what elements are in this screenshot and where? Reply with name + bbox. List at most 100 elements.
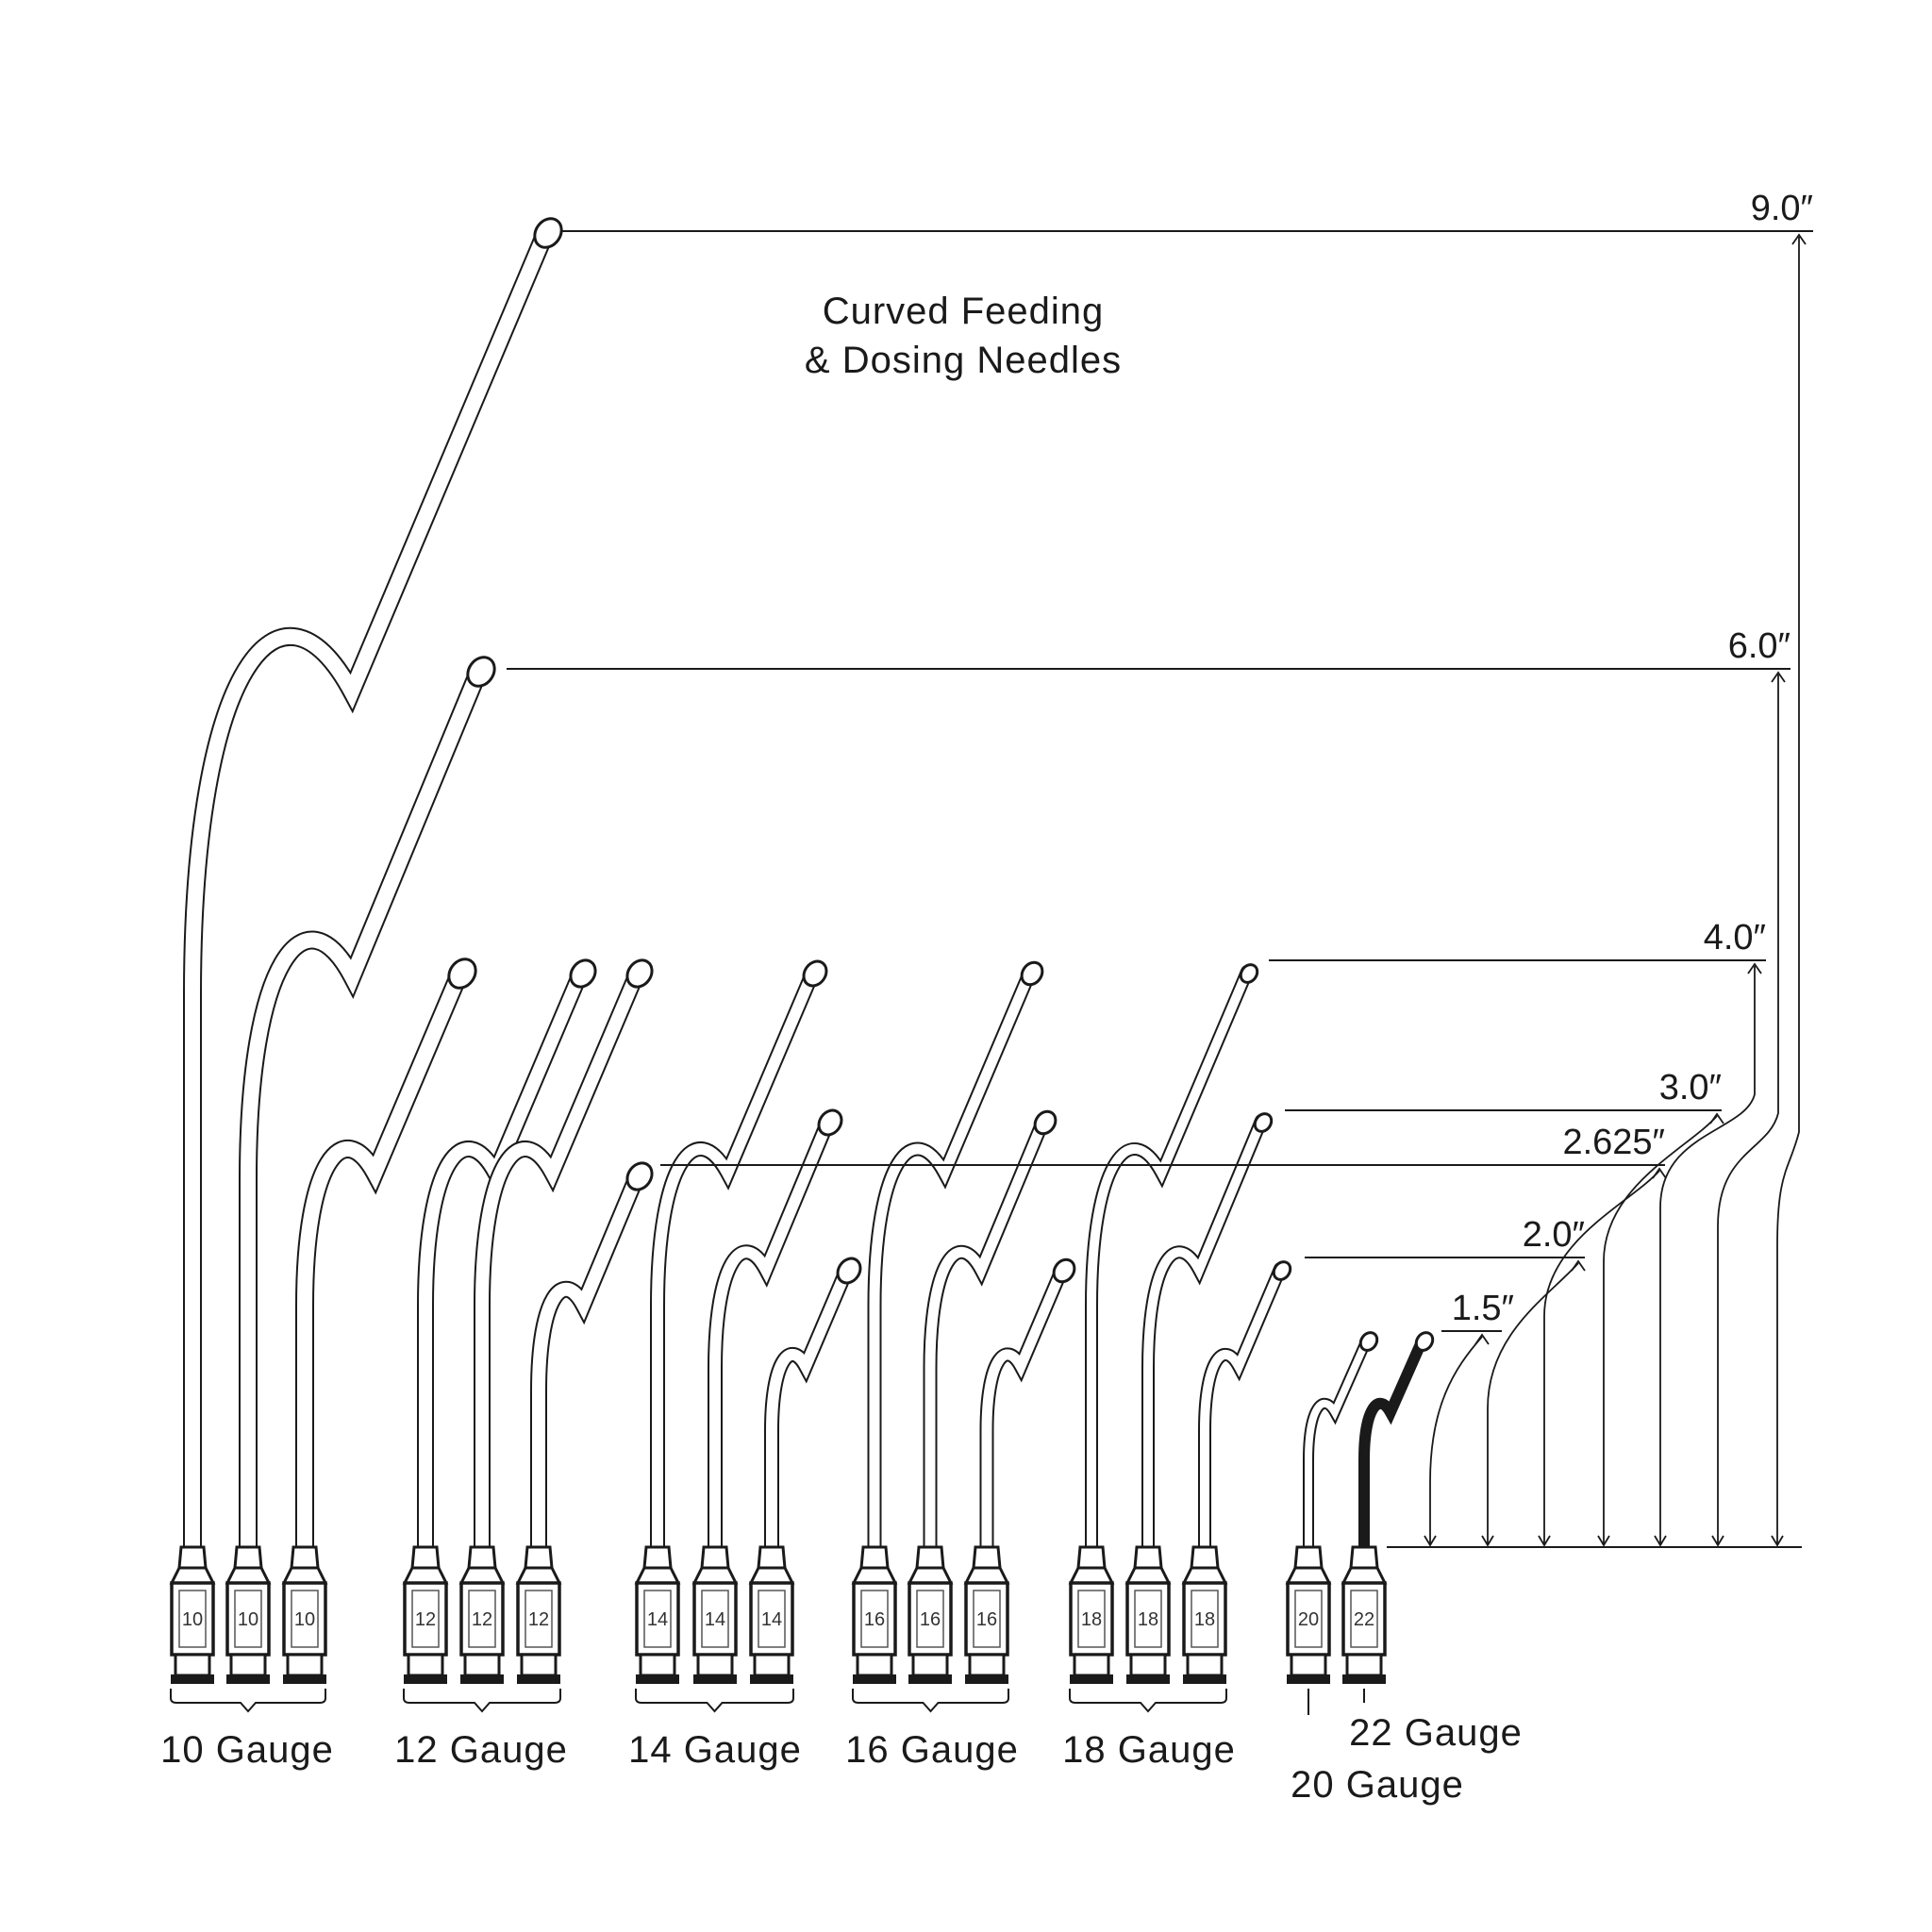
hub-flange bbox=[908, 1674, 952, 1684]
hub-flange bbox=[517, 1674, 560, 1684]
hub-collar bbox=[1190, 1545, 1220, 1570]
hub-taper bbox=[634, 1566, 681, 1585]
hub-taper bbox=[225, 1566, 272, 1585]
needle-12-2.625: 12 bbox=[515, 1161, 654, 1684]
hub-taper bbox=[907, 1566, 954, 1585]
hub-window bbox=[860, 1590, 889, 1648]
dimension-leader bbox=[1487, 1262, 1579, 1543]
hub-neck bbox=[856, 1653, 893, 1677]
hub-gauge-number: 12 bbox=[472, 1609, 492, 1630]
hub-flange bbox=[636, 1674, 679, 1684]
ball-tip bbox=[1272, 1260, 1292, 1281]
needle-tube-outline bbox=[1303, 1334, 1373, 1553]
dimension-3.0: 3.0″ bbox=[1285, 1068, 1724, 1547]
hub-neck bbox=[407, 1653, 444, 1677]
hub-gauge-number: 10 bbox=[294, 1609, 315, 1630]
hub-flange bbox=[693, 1674, 737, 1684]
needle-16-4: 16 bbox=[851, 960, 1044, 1684]
needle-20-1.5: 20 bbox=[1285, 1331, 1379, 1684]
gauge-label-10: 10 Gauge bbox=[160, 1729, 334, 1771]
hub-window bbox=[1134, 1590, 1162, 1648]
hub-taper bbox=[281, 1566, 328, 1585]
dimension-label: 4.0″ bbox=[1704, 918, 1766, 958]
hub-window bbox=[758, 1590, 786, 1648]
hub-flange bbox=[1070, 1674, 1113, 1684]
hub-window bbox=[643, 1590, 672, 1648]
ball-tip bbox=[625, 958, 654, 989]
dimension-label: 1.5″ bbox=[1452, 1289, 1514, 1328]
gauge-label-20: 20 Gauge bbox=[1291, 1764, 1464, 1806]
needle-tube-fill bbox=[419, 965, 588, 1554]
hub-gauge-number: 20 bbox=[1298, 1609, 1319, 1630]
hub-taper bbox=[169, 1566, 216, 1585]
hub-gauge-number: 14 bbox=[761, 1609, 782, 1630]
needle-tube-fill bbox=[475, 965, 644, 1554]
dimension-2.0: 2.0″ bbox=[1305, 1215, 1586, 1547]
hub-gauge-number: 10 bbox=[182, 1609, 203, 1630]
hub-window bbox=[1077, 1590, 1106, 1648]
dimension-4.0: 4.0″ bbox=[1269, 918, 1766, 1547]
hub-window bbox=[701, 1590, 729, 1648]
dimension-leader bbox=[1603, 1115, 1718, 1543]
needle-tube-fill bbox=[1200, 1264, 1285, 1552]
needle-tube-fill bbox=[1087, 967, 1252, 1552]
hub-collar bbox=[177, 1545, 208, 1570]
hub-collar bbox=[1293, 1545, 1324, 1570]
needle-tube-outline bbox=[295, 962, 470, 1557]
group-bracket bbox=[403, 1689, 561, 1713]
hub-gauge-number: 22 bbox=[1354, 1609, 1374, 1630]
ball-tip bbox=[1239, 963, 1259, 984]
hub-collar bbox=[233, 1545, 263, 1570]
dimension-arrow-base bbox=[1711, 1535, 1724, 1547]
needle-tube-outline bbox=[417, 963, 590, 1556]
hub-taper bbox=[1068, 1566, 1115, 1585]
hub-gauge-number: 18 bbox=[1081, 1609, 1102, 1630]
hub-taper bbox=[748, 1566, 795, 1585]
hub-flange bbox=[750, 1674, 793, 1684]
hub-neck bbox=[174, 1653, 211, 1677]
hub-gauge-number: 10 bbox=[238, 1609, 258, 1630]
ball-tip bbox=[1033, 1109, 1058, 1136]
hub-gauge-number: 16 bbox=[976, 1609, 997, 1630]
hub-neck bbox=[639, 1653, 676, 1677]
hub-neck bbox=[753, 1653, 791, 1677]
needle-tube-fill bbox=[297, 964, 468, 1555]
hub-gauge-number: 18 bbox=[1138, 1609, 1158, 1630]
dimension-arrow-base bbox=[1481, 1535, 1494, 1547]
dimension-label: 2.625″ bbox=[1562, 1123, 1665, 1162]
hub-gauge-number: 16 bbox=[864, 1609, 885, 1630]
needle-10-6: 10 bbox=[225, 656, 496, 1684]
needle-tube-fill bbox=[1305, 1336, 1371, 1551]
dimension-arrow-top bbox=[1791, 233, 1807, 245]
hub-collar bbox=[1133, 1545, 1163, 1570]
ball-tip bbox=[569, 958, 597, 989]
group-brackets bbox=[170, 1689, 1365, 1715]
needle-18-3: 18 bbox=[1124, 1112, 1274, 1684]
needle-tube-outline bbox=[474, 963, 646, 1556]
needle-tube-fill bbox=[869, 966, 1036, 1553]
hub-taper bbox=[1124, 1566, 1172, 1585]
dimension-2.625: 2.625″ bbox=[660, 1123, 1667, 1547]
group-bracket bbox=[170, 1689, 326, 1713]
needle-tube-fill bbox=[241, 662, 487, 1555]
hub-collar bbox=[642, 1545, 673, 1570]
dimension-leader bbox=[1429, 1336, 1483, 1543]
needle-tube-fill bbox=[652, 966, 819, 1553]
needle-tube-outline bbox=[530, 1166, 646, 1556]
hub-taper bbox=[1341, 1566, 1388, 1585]
hub-window bbox=[291, 1590, 319, 1648]
dimension-lines: 9.0″6.0″4.0″3.0″2.625″2.0″1.5″ bbox=[507, 189, 1813, 1548]
hub-neck bbox=[286, 1653, 324, 1677]
needle-tube-outline bbox=[1358, 1334, 1428, 1553]
needle-12-4: 12 bbox=[402, 958, 597, 1684]
hub-collar bbox=[1076, 1545, 1107, 1570]
hub-flange bbox=[965, 1674, 1008, 1684]
hub-flange bbox=[853, 1674, 896, 1684]
dimension-leader bbox=[1543, 1170, 1660, 1543]
ball-tip bbox=[447, 958, 477, 990]
needle-tube-fill bbox=[709, 1115, 834, 1553]
hub-collar bbox=[915, 1545, 945, 1570]
dimension-label: 6.0″ bbox=[1728, 626, 1790, 666]
